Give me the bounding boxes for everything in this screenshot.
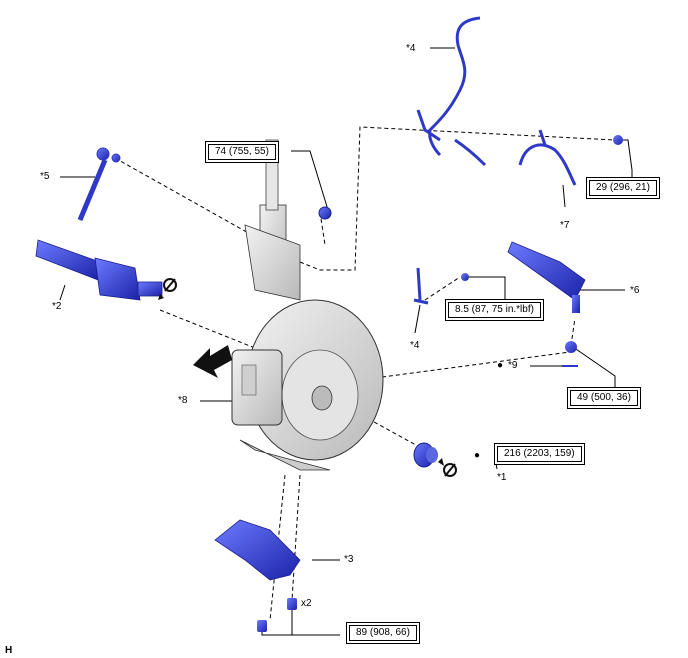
no-reuse-icon-2 — [438, 458, 457, 477]
figure-corner-mark: H — [5, 645, 13, 656]
bullet-9: ● — [497, 360, 504, 371]
strut-assembly — [244, 139, 301, 301]
speed-sensor — [413, 267, 429, 305]
torque-box-74: 74 (755, 55) — [205, 141, 279, 163]
quantity-x2: x2 — [301, 598, 312, 609]
drive-shaft — [35, 239, 163, 301]
hub-nut — [413, 442, 438, 468]
torque-box-29: 29 (296, 21) — [586, 177, 660, 199]
torque-value-74: 74 (755, 55) — [208, 144, 276, 160]
bolt-89-b — [257, 620, 267, 632]
torque-value-29: 29 (296, 21) — [589, 180, 657, 196]
callout-2: *2 — [52, 301, 62, 312]
torque-box-49: 49 (500, 36) — [567, 387, 641, 409]
torque-box-89: 89 (908, 66) — [346, 622, 420, 644]
lower-arm — [214, 519, 301, 581]
callout-4-lower: *4 — [410, 340, 420, 351]
direction-arrow — [193, 345, 232, 378]
no-reuse-icon-1 — [158, 278, 177, 300]
bolt-29 — [613, 135, 623, 145]
callout-6: *6 — [630, 285, 640, 296]
torque-value-216: 216 (2203, 159) — [497, 446, 582, 462]
brake-caliper — [231, 349, 283, 426]
bolt-8-5 — [461, 273, 469, 281]
nut-49 — [565, 341, 577, 353]
harness-bracket — [518, 129, 577, 186]
torque-value-8-5: 8.5 (87, 75 in.*lbf) — [448, 302, 541, 318]
callout-1: *1 — [497, 472, 507, 483]
nut-74 — [318, 206, 332, 220]
torque-box-8-5: 8.5 (87, 75 in.*lbf) — [445, 299, 544, 321]
callout-5: *5 — [40, 171, 50, 182]
torque-value-89: 89 (908, 66) — [349, 625, 417, 641]
callout-4-top: *4 — [406, 43, 416, 54]
tie-rod-end — [507, 241, 586, 313]
speed-sensor-harness — [416, 16, 487, 167]
torque-box-216: 216 (2203, 159) — [494, 443, 585, 465]
stabilizer-link — [77, 147, 121, 221]
callout-3: *3 — [344, 554, 354, 565]
callout-8: *8 — [178, 395, 188, 406]
callout-7: *7 — [560, 220, 570, 231]
callout-9: *9 — [508, 360, 518, 371]
torque-value-49: 49 (500, 36) — [570, 390, 638, 406]
bolt-89-a — [287, 598, 297, 610]
bullet-216: ● — [474, 450, 481, 461]
